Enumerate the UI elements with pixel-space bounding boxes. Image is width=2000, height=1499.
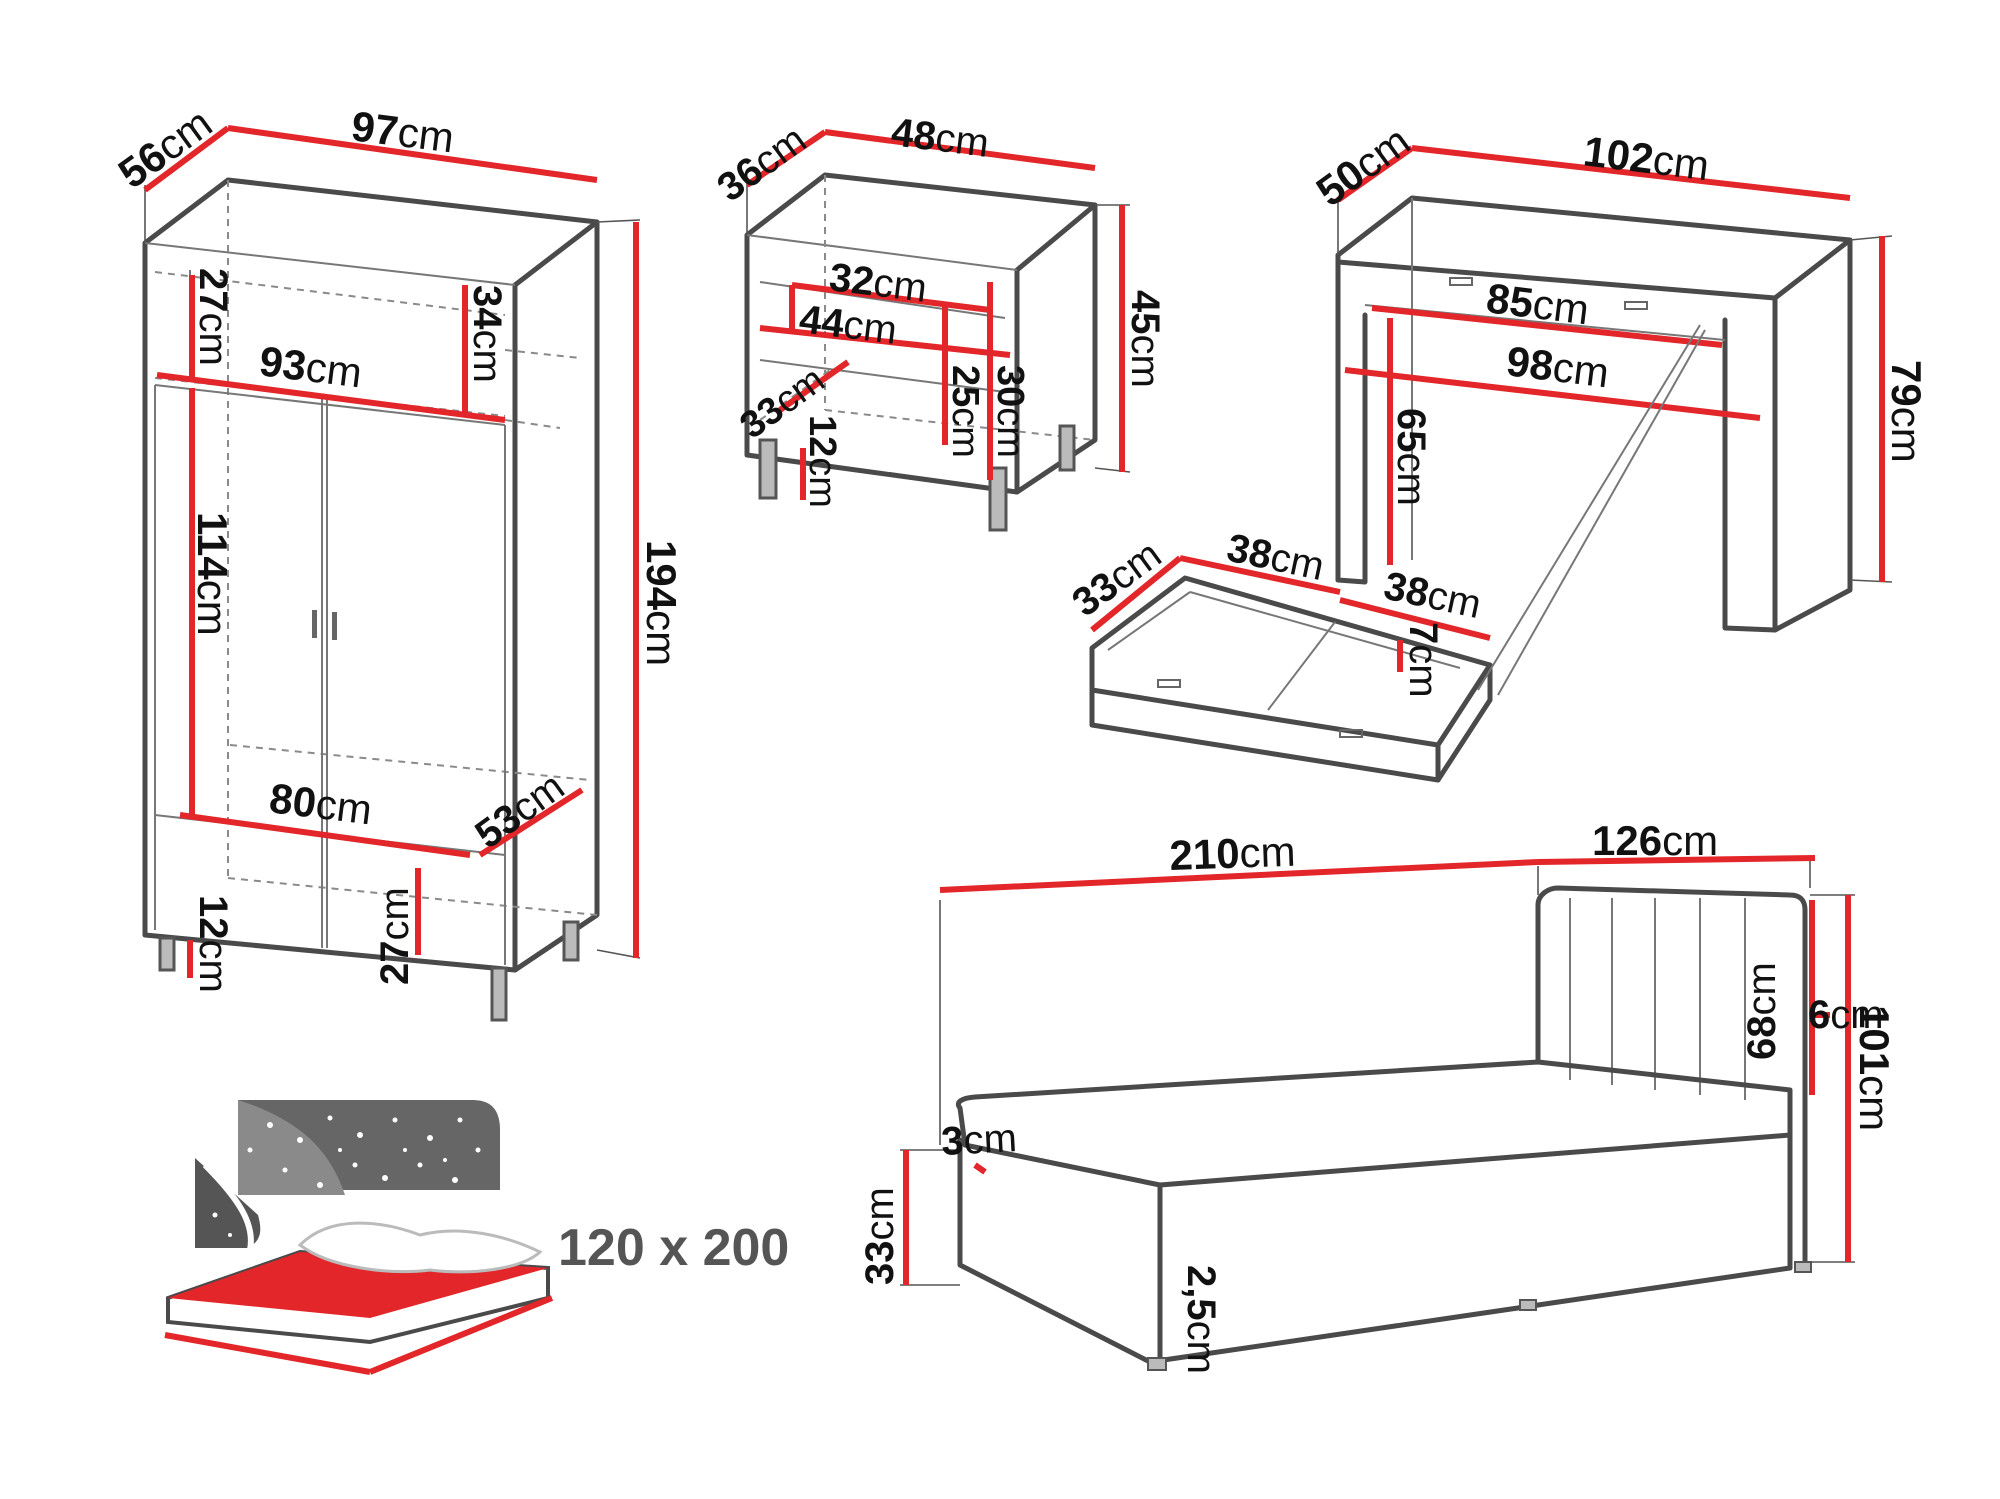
wardrobe-top-right-label: 34cm [465,285,509,383]
nightstand-drawer-width-label: 32cm [827,255,929,311]
wardrobe-height-label: 194cm [638,540,685,666]
desk-knee-height-label: 65cm [1389,408,1433,506]
desk-drawer-width-2-label: 38cm [1380,564,1485,627]
wardrobe-dimension-lines [143,125,639,978]
nightstand-width-label: 48cm [889,110,991,166]
wardrobe-depth-label: 56cm [110,99,221,197]
desk-knee-width-label: 98cm [1504,337,1612,396]
desk-depth-label: 50cm [1308,117,1419,215]
mattress-size-label: 120 x 200 [558,1219,789,1277]
bed-headboard-height-label: 68cm [1740,962,1784,1060]
wardrobe-drawer-height-label: 27cm [373,887,417,985]
desk-labels: 50cm 102cm 79cm 85cm 98cm 65cm [1308,117,1930,506]
nightstand-leg-label: 12cm [801,415,843,508]
desk-dimension-lines [1336,145,1885,582]
wardrobe-width-label: 97cm [349,102,457,161]
bed-mattress-top-label: 3cm [940,1116,1018,1164]
desk-drawer-drawing [1089,324,1706,783]
nightstand-inner-height-2-label: 30cm [989,365,1031,458]
nightstand-dimension-lines [745,129,1125,500]
wardrobe-inner-width-label: 93cm [257,337,365,396]
wardrobe-leg-label: 12cm [191,895,235,993]
nightstand-inner-width-label: 44cm [797,297,899,353]
bed-length-label: 210cm [1169,828,1297,879]
bed-headboard-thickness-label: 6cm [1808,993,1884,1037]
bed-labels: 210cm 126cm 68cm 6cm 101cm 3cm 33cm 2,5c… [858,817,1898,1374]
desk-drawer-width-label: 85cm [1484,274,1592,333]
nightstand-inner-height-1-label: 25cm [944,365,986,458]
bed-total-height-label: 101cm [1851,1005,1898,1131]
bed-dimension-lines [903,855,1851,1285]
bed-headboard-length-label: 126cm [1592,817,1718,864]
bed-drawing [900,860,1855,1371]
bed-clearance-label: 2,5cm [1179,1265,1223,1374]
nightstand-height-label: 45cm [1123,290,1167,388]
desk-drawer-width-1-label: 38cm [1223,526,1328,589]
desk-drawer-labels: 33cm 38cm 38cm 7cm [1064,526,1485,698]
wardrobe-top-left-label: 27cm [191,268,235,366]
desk-height-label: 79cm [1883,360,1930,463]
desk-drawer-height-label: 7cm [1401,622,1445,698]
bed-icon: 120 x 200 [164,1100,789,1375]
wardrobe-bottom-width-label: 80cm [267,774,375,833]
wardrobe-hanging-label: 114cm [189,512,236,636]
desk-drawer-dimension-lines [1090,555,1491,672]
wardrobe-bottom-depth-label: 53cm [467,764,572,857]
bed-base-height-label: 33cm [858,1187,902,1285]
desk-width-label: 102cm [1581,127,1712,189]
